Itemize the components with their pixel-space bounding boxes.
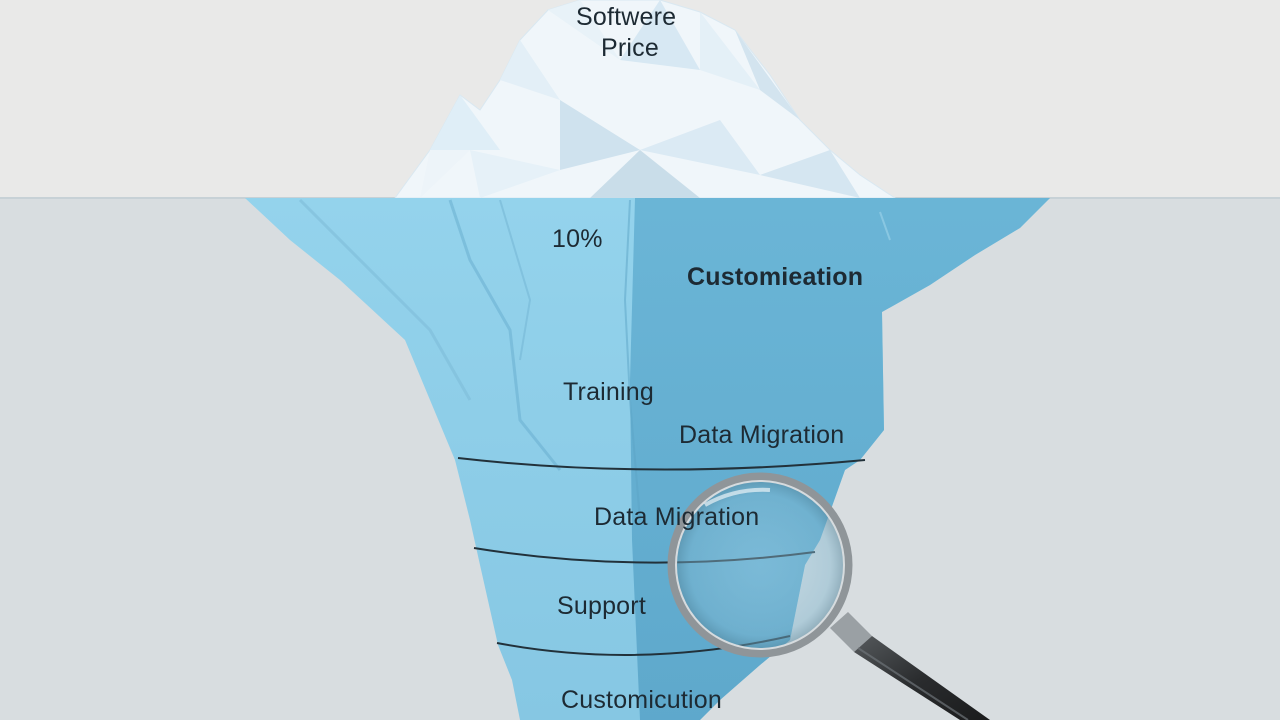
training-label: Training <box>563 378 654 406</box>
customization-label-bottom: Customicution <box>561 686 722 714</box>
title-line-2: Price <box>601 34 659 62</box>
support-label: Support <box>557 592 646 620</box>
customization-label-top: Customieation <box>687 263 864 291</box>
data-migration-label-2: Data Migration <box>594 503 760 531</box>
data-migration-label-1: Data Migration <box>679 421 845 449</box>
title-line-1: Softwere <box>576 3 677 31</box>
layer-line-1 <box>457 457 866 471</box>
percent-label: 10% <box>552 225 603 253</box>
iceberg-tip <box>394 0 897 199</box>
magnifying-glass-icon <box>667 472 990 720</box>
